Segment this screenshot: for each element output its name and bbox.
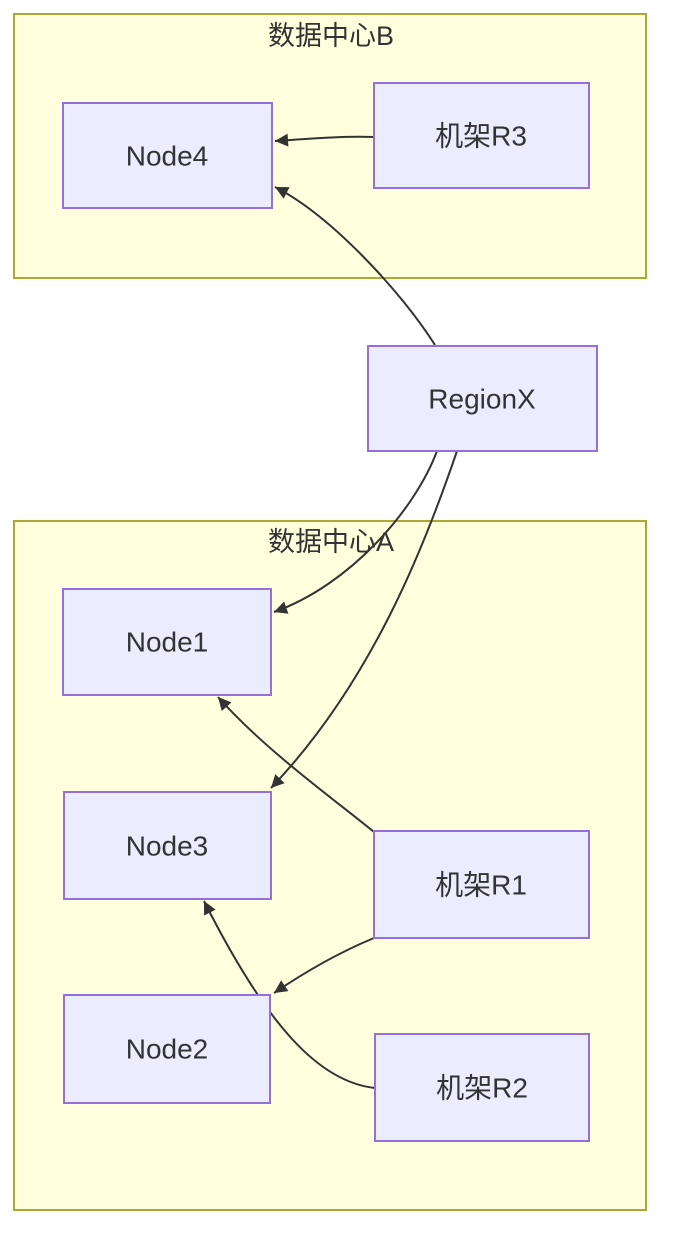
node-node1-box — [62, 588, 272, 696]
node-rack-r3-label: 机架R3 — [435, 121, 527, 152]
cluster-datacenter-b-title: 数据中心B — [268, 21, 394, 51]
edge-rackr1-node2 — [273, 937, 375, 994]
node-node3-label: Node3 — [126, 831, 209, 862]
node-rack-r1-box — [373, 830, 590, 939]
node-node2-label: Node2 — [126, 1034, 209, 1065]
node-rack-r1-label: 机架R1 — [435, 870, 527, 901]
node-regionx: RegionX — [367, 345, 598, 452]
node-rack-r3-box — [373, 82, 590, 189]
node-node3-box — [63, 791, 272, 900]
edge-layer — [203, 133, 458, 1089]
node-node4: Node4 — [62, 102, 273, 209]
node-node2: Node2 — [63, 994, 271, 1104]
node-rack-r3: 机架R3 — [373, 82, 590, 189]
node-regionx-box — [367, 345, 598, 452]
node-node1-label: Node1 — [126, 627, 209, 658]
edge-regionx-node3 — [270, 450, 458, 789]
edge-rackr1-node1 — [217, 696, 375, 833]
node-regionx-label: RegionX — [428, 384, 536, 415]
node-rack-r2-label: 机架R2 — [436, 1073, 528, 1104]
node-rack-r2: 机架R2 — [374, 1033, 590, 1142]
edge-regionx-node1 — [273, 450, 438, 614]
node-rack-r1: 机架R1 — [373, 830, 590, 939]
cluster-datacenter-a-title: 数据中心A — [268, 527, 394, 557]
node-node4-label: Node4 — [126, 141, 209, 172]
node-node4-box — [62, 102, 273, 209]
node-node2-box — [63, 994, 271, 1104]
edge-rackr3-node4 — [274, 133, 375, 147]
node-rack-r2-box — [374, 1033, 590, 1142]
edge-rackr2-node3 — [203, 900, 376, 1089]
node-node1: Node1 — [62, 588, 272, 696]
node-node3: Node3 — [63, 791, 272, 900]
edge-regionx-node4 — [274, 186, 436, 346]
